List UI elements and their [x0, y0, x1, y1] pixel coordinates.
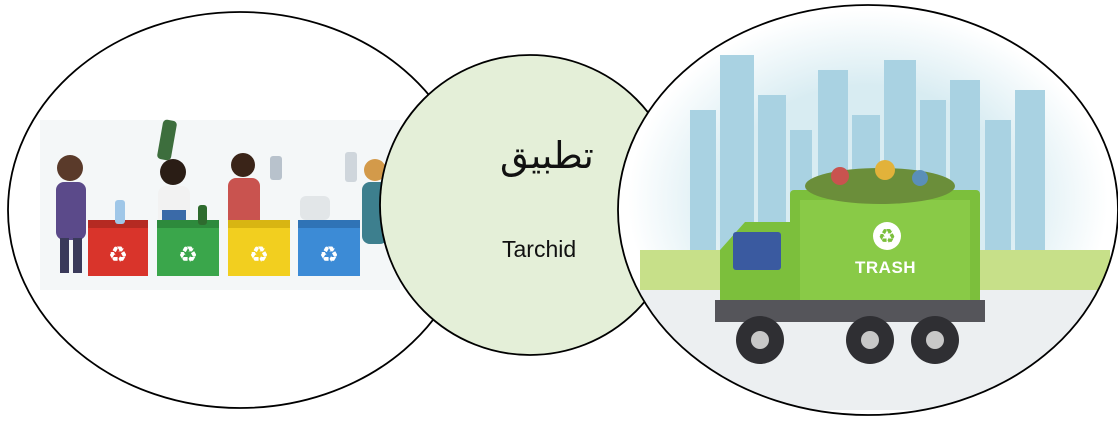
center-subtitle: Tarchid: [502, 236, 577, 262]
svg-text:♻: ♻: [249, 243, 269, 268]
svg-text:♻: ♻: [319, 243, 339, 268]
svg-text:♻: ♻: [878, 224, 896, 248]
truck-label: TRASH: [855, 258, 917, 277]
svg-text:♻: ♻: [178, 243, 198, 268]
svg-text:♻: ♻: [108, 243, 128, 268]
person-figure: [228, 153, 282, 230]
recycling-bins: ♻ ♻ ♻ ♻: [88, 220, 360, 276]
right-illustration: ♻: [617, 4, 1118, 416]
center-title: تطبيق: [500, 134, 594, 177]
garbage-truck: ♻: [715, 160, 985, 364]
person-figure: [56, 155, 86, 273]
left-illustration: ♻ ♻ ♻ ♻: [7, 11, 473, 409]
